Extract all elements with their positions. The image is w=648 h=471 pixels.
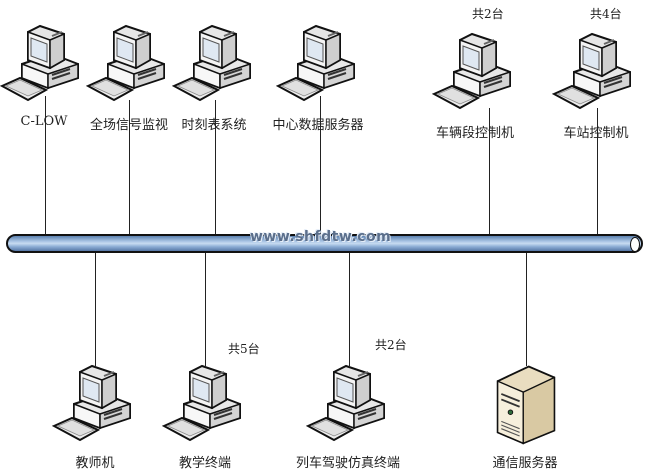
node-label: 列车驾驶仿真终端 [295, 456, 401, 471]
connector-line [205, 252, 206, 366]
connector-line [349, 252, 350, 366]
desktop-computer-icon [86, 22, 166, 102]
desktop-computer-icon [52, 362, 132, 442]
node-comm-server [494, 362, 558, 450]
network-bus [6, 234, 643, 253]
desktop-computer-icon [552, 30, 632, 110]
node-label: 教师机 [75, 456, 115, 471]
node-label: 中心数据服务器 [272, 118, 364, 133]
connector-line [526, 252, 527, 366]
node-station-control [552, 30, 632, 114]
node-label: 车辆段控制机 [435, 126, 515, 141]
node-c-low [0, 22, 80, 106]
connector-line [489, 108, 490, 236]
connector-line [320, 96, 321, 236]
desktop-computer-icon [432, 30, 512, 110]
desktop-computer-icon [172, 22, 252, 102]
node-count: 共2台 [472, 7, 504, 21]
desktop-computer-icon [306, 362, 386, 442]
node-label: 通信服务器 [492, 456, 558, 471]
node-label: 时刻表系统 [181, 118, 247, 133]
node-timetable [172, 22, 252, 106]
watermark: www.shfdtw.com [250, 229, 392, 245]
connector-line [129, 100, 130, 236]
bus-end-cap [630, 237, 640, 252]
node-label: 全场信号监视 [89, 118, 169, 133]
node-driving-sim [306, 362, 386, 446]
connector-line [45, 96, 46, 236]
node-signal-monitor [86, 22, 166, 106]
connector-line [597, 108, 598, 236]
node-central-db [276, 22, 356, 106]
desktop-computer-icon [276, 22, 356, 102]
node-label: C-LOW [20, 114, 68, 129]
tower-server-icon [494, 362, 558, 446]
node-count: 共2台 [375, 338, 407, 352]
node-depot-control [432, 30, 512, 114]
node-label: 车站控制机 [563, 126, 629, 141]
desktop-computer-icon [0, 22, 80, 102]
node-teaching-terminal [162, 362, 242, 446]
connector-line [215, 100, 216, 236]
node-label: 教学终端 [178, 456, 232, 471]
node-count: 共5台 [228, 342, 260, 356]
node-teacher [52, 362, 132, 446]
desktop-computer-icon [162, 362, 242, 442]
connector-line [95, 252, 96, 366]
node-count: 共4台 [590, 7, 622, 21]
